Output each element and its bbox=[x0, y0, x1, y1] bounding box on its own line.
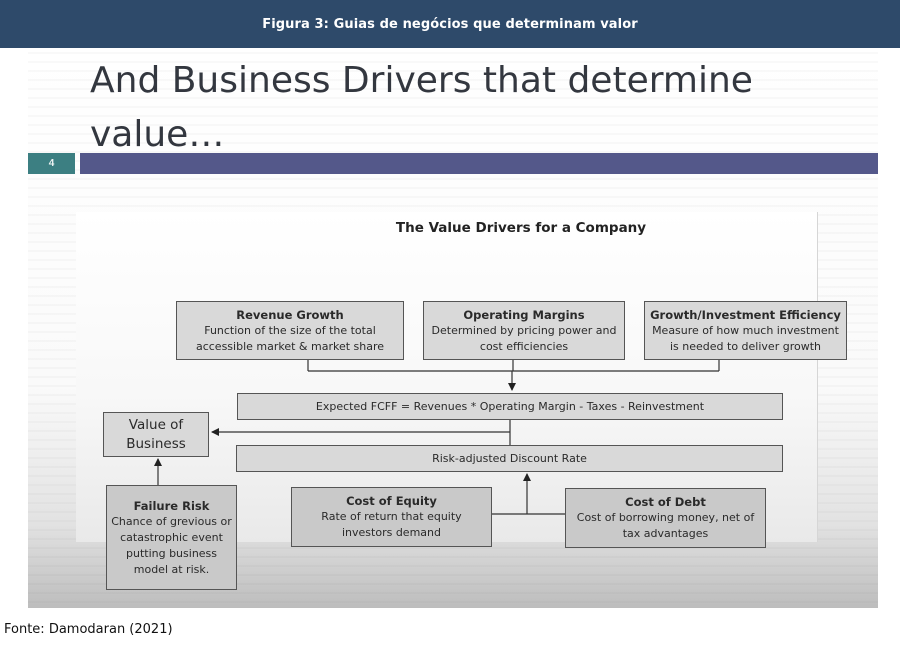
node-title: Revenue Growth bbox=[236, 307, 344, 322]
slide: And Business Drivers that determine valu… bbox=[28, 52, 878, 608]
node-expected-fcff: Expected FCFF = Revenues * Operating Mar… bbox=[237, 393, 783, 420]
node-text: Function of the size of the total access… bbox=[195, 323, 385, 353]
node-cost-of-debt: Cost of Debt Cost of borrowing money, ne… bbox=[565, 488, 766, 548]
node-revenue-growth: Revenue Growth Function of the size of t… bbox=[176, 301, 404, 360]
node-text: Determined by pricing power and cost eff… bbox=[431, 323, 617, 353]
node-text: Rate of return that equity investors dem… bbox=[321, 510, 462, 539]
source-note: Fonte: Damodaran (2021) bbox=[4, 622, 173, 637]
node-text: Cost of borrowing money, net of tax adva… bbox=[576, 511, 755, 540]
node-text: Chance of grevious or catastrophic event… bbox=[111, 514, 232, 576]
node-operating-margins: Operating Margins Determined by pricing … bbox=[423, 301, 625, 360]
diagram-title: The Value Drivers for a Company bbox=[395, 220, 647, 236]
node-growth-investment-efficiency: Growth/Investment Efficiency Measure of … bbox=[644, 301, 847, 360]
slide-title: And Business Drivers that determine valu… bbox=[90, 60, 753, 155]
node-title: Operating Margins bbox=[463, 307, 585, 322]
node-value-of-business: Value of Business bbox=[103, 412, 209, 457]
node-text: Measure of how much investment is needed… bbox=[652, 323, 839, 353]
node-cost-of-equity: Cost of Equity Rate of return that equit… bbox=[291, 487, 492, 547]
slide-number: 4 bbox=[28, 153, 75, 174]
node-failure-risk: Failure Risk Chance of grevious or catas… bbox=[106, 485, 237, 590]
value-drivers-diagram: The Value Drivers for a Company Reve bbox=[76, 212, 847, 590]
node-text: Expected FCFF = Revenues * Operating Mar… bbox=[315, 399, 705, 413]
node-text: Risk-adjusted Discount Rate bbox=[432, 451, 587, 465]
slide-title-band bbox=[80, 153, 878, 174]
diagram-connectors bbox=[154, 360, 720, 515]
node-title: Cost of Equity bbox=[346, 494, 437, 508]
node-title: Cost of Debt bbox=[625, 495, 706, 509]
node-title: Failure Risk bbox=[133, 498, 210, 513]
figure-caption: Figura 3: Guias de negócios que determin… bbox=[262, 16, 638, 32]
node-risk-adjusted-discount-rate: Risk-adjusted Discount Rate bbox=[236, 445, 783, 472]
figure-caption-bar: Figura 3: Guias de negócios que determin… bbox=[0, 0, 900, 48]
node-title: Growth/Investment Efficiency bbox=[650, 307, 841, 322]
node-text: Value of Business bbox=[126, 416, 186, 452]
